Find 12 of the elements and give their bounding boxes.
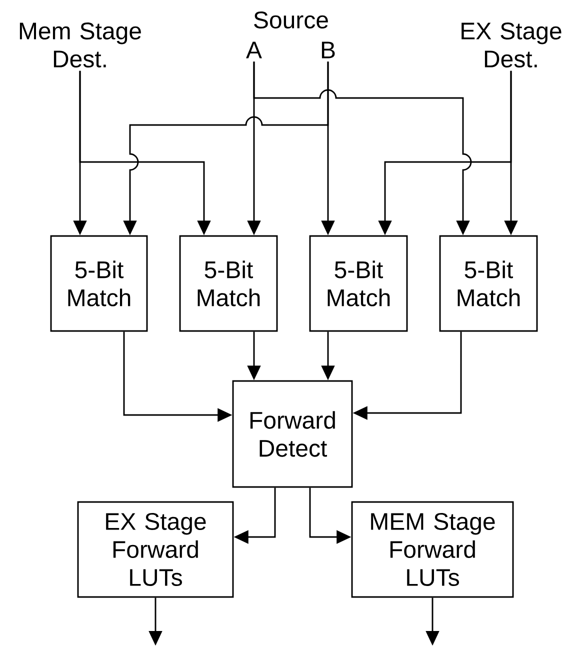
heading-label: Source — [254, 12, 328, 28]
match-box: 5-Bit Match — [309, 235, 408, 332]
signal-label: Mem Stage Dest. — [20, 22, 141, 68]
lut-box: EX Stage Forward LUTs — [77, 501, 234, 598]
match-box: 5-Bit Match — [50, 235, 148, 332]
lut-box: MEM Stage Forward LUTs — [351, 501, 514, 598]
signal-label: EX Stage Dest. — [462, 22, 562, 68]
match-box: 5-Bit Match — [179, 235, 278, 332]
logic-box: Forward Detect — [232, 380, 353, 488]
match-box: 5-Bit Match — [439, 235, 538, 332]
signal-label: A — [246, 42, 262, 58]
signal-label: B — [322, 42, 335, 58]
